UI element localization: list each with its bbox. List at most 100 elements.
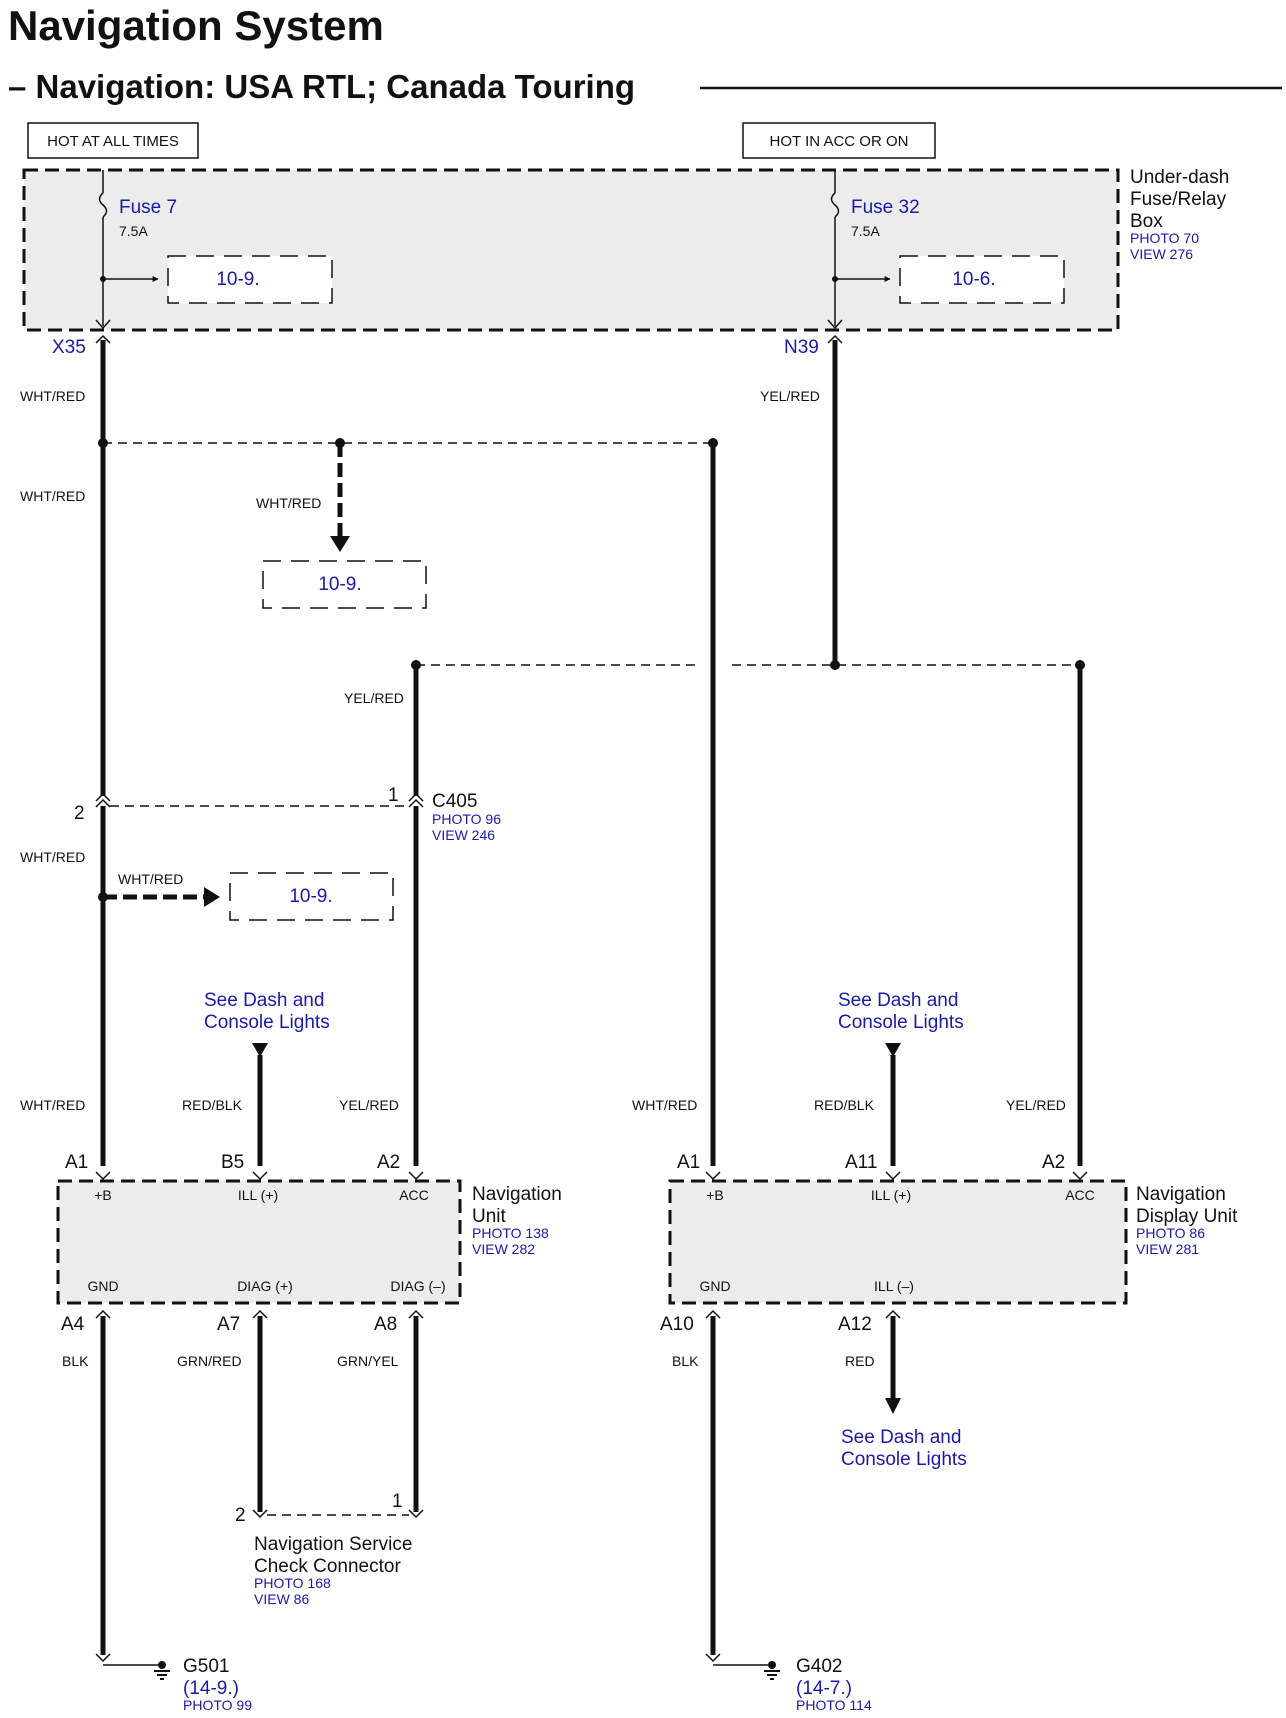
disp-pin-a2-mark xyxy=(1072,1171,1088,1181)
svc-photo: PHOTO 168 xyxy=(254,1575,331,1591)
disp-label-gnd: GND xyxy=(699,1278,730,1294)
nav-label-acc: ACC xyxy=(399,1187,429,1203)
nav-pin-a8-mark xyxy=(408,1309,424,1319)
terminal-n39: N39 xyxy=(784,337,819,358)
svc-pin1-mark xyxy=(408,1509,424,1519)
wire-label-wht-red-6: WHT/RED xyxy=(20,1097,85,1113)
nav-label-diag-plus: DIAG (+) xyxy=(237,1278,293,1294)
c405-name: C405 xyxy=(432,791,477,812)
fuse-box-name-1: Under-dash xyxy=(1130,167,1229,188)
see-dash-left-arrow xyxy=(252,1043,268,1057)
nav-unit-view: VIEW 282 xyxy=(472,1241,535,1257)
nav-pin-a7-mark xyxy=(252,1309,268,1319)
c405-pin1-mark-b xyxy=(408,798,424,808)
hot-at-all-times-box xyxy=(27,122,199,159)
g402-junction xyxy=(768,1661,776,1669)
nav-pin-a4: A4 xyxy=(61,1314,85,1335)
c405-pin-left: 2 xyxy=(74,803,85,824)
svc-pin-right: 1 xyxy=(392,1491,403,1512)
wire-label-red-blk-2: RED/BLK xyxy=(814,1097,875,1113)
g501-name: G501 xyxy=(183,1656,229,1677)
disp-label-ill-minus: ILL (–) xyxy=(874,1278,914,1294)
nav-pin-a1-mark xyxy=(95,1171,111,1181)
fuse32-name: Fuse 32 xyxy=(851,197,920,218)
disp-unit-name-1: Navigation xyxy=(1136,1184,1226,1205)
see-dash-left-2: Console Lights xyxy=(204,1012,330,1033)
disp-pin-a12-mark xyxy=(885,1309,901,1319)
wire-label-wht-red-4: WHT/RED xyxy=(20,849,85,865)
wire-label-blk-2: BLK xyxy=(672,1353,699,1369)
nav-pin-a4-mark xyxy=(95,1309,111,1319)
branch-low-arrow xyxy=(204,887,220,907)
disp-unit-name-2: Display Unit xyxy=(1136,1206,1238,1227)
fuse7-terminal-mark xyxy=(95,319,111,330)
disp-pin-a10-mark xyxy=(705,1309,721,1319)
disp-pin-a11: A11 xyxy=(845,1152,877,1173)
svc-pin2-mark xyxy=(252,1509,268,1519)
disp-label-acc: ACC xyxy=(1065,1187,1095,1203)
c405-photo: PHOTO 96 xyxy=(432,811,501,827)
red-wire-arrow xyxy=(885,1398,901,1414)
nav-pin-b5: B5 xyxy=(221,1152,244,1173)
disp-pin-a1: A1 xyxy=(677,1152,700,1173)
g501-terminal-mark xyxy=(95,1653,111,1663)
junction-right-mid xyxy=(830,660,840,670)
c405-pin2-mark-a xyxy=(95,792,111,802)
hot-in-acc-label: HOT IN ACC OR ON xyxy=(770,133,909,150)
nav-pin-a2-mark xyxy=(408,1171,424,1181)
terminal-x35: X35 xyxy=(52,337,86,358)
wire-label-wht-red-1: WHT/RED xyxy=(20,388,85,404)
nav-label-diag-minus: DIAG (–) xyxy=(390,1278,445,1294)
hot-in-acc-box xyxy=(742,122,936,159)
nav-label-gnd: GND xyxy=(87,1278,118,1294)
nav-label-b: +B xyxy=(94,1187,112,1203)
fuse7-ref: 10-9. xyxy=(216,269,259,290)
disp-label-ill: ILL (+) xyxy=(871,1187,911,1203)
disp-pin-a2: A2 xyxy=(1042,1152,1065,1173)
n39-connector-mark xyxy=(827,334,843,344)
nav-pin-a8: A8 xyxy=(374,1314,397,1335)
wire-label-grn-yel: GRN/YEL xyxy=(337,1353,399,1369)
see-dash-left-1: See Dash and xyxy=(204,990,324,1011)
disp-pin-a1-mark xyxy=(705,1171,721,1181)
wire-label-wht-red-7: WHT/RED xyxy=(632,1097,697,1113)
wire-label-grn-red: GRN/RED xyxy=(177,1353,242,1369)
branch-mid-arrow xyxy=(330,536,350,552)
g402-name: G402 xyxy=(796,1656,842,1677)
fuse7-ref-box xyxy=(167,255,333,304)
svc-name-2: Check Connector xyxy=(254,1556,401,1577)
fuse-box-name-2: Fuse/Relay xyxy=(1130,189,1227,210)
ref-low: 10-9. xyxy=(289,886,332,907)
g402-photo: PHOTO 114 xyxy=(796,1697,872,1713)
fuse32-terminal-mark xyxy=(827,319,843,330)
g501-junction xyxy=(158,1661,166,1669)
navigation-unit-box xyxy=(56,1179,462,1305)
fuse-box-view: VIEW 276 xyxy=(1130,246,1193,262)
nav-pin-a7: A7 xyxy=(217,1314,240,1335)
c405-pin-right: 1 xyxy=(388,785,399,806)
c405-view: VIEW 246 xyxy=(432,827,495,843)
wire-label-yel-red-2: YEL/RED xyxy=(344,690,404,706)
see-dash-right-1: See Dash and xyxy=(838,990,958,1011)
svc-pin-left: 2 xyxy=(235,1505,246,1526)
see-dash-bottom-2: Console Lights xyxy=(841,1449,967,1470)
fuse32-rating: 7.5A xyxy=(851,223,880,239)
disp-pin-a11-mark xyxy=(885,1171,901,1181)
wire-label-yel-red-3: YEL/RED xyxy=(339,1097,399,1113)
g501-photo: PHOTO 99 xyxy=(183,1697,252,1713)
disp-pin-a10: A10 xyxy=(660,1314,694,1335)
see-dash-bottom-1: See Dash and xyxy=(841,1427,961,1448)
disp-pin-a12: A12 xyxy=(838,1314,872,1335)
disp-unit-view: VIEW 281 xyxy=(1136,1241,1199,1257)
nav-label-ill: ILL (+) xyxy=(238,1187,278,1203)
g501-ref: (14-9.) xyxy=(183,1678,239,1699)
wire-label-wht-red-3: WHT/RED xyxy=(256,495,321,511)
fuse32-symbol xyxy=(830,192,840,218)
fuse32-ref-box xyxy=(899,255,1065,304)
svc-name-1: Navigation Service xyxy=(254,1534,412,1555)
ref-box-low xyxy=(229,872,394,921)
wire-label-red: RED xyxy=(845,1353,875,1369)
disp-unit-photo: PHOTO 86 xyxy=(1136,1225,1205,1241)
nav-unit-photo: PHOTO 138 xyxy=(472,1225,549,1241)
x35-connector-mark xyxy=(95,334,111,344)
